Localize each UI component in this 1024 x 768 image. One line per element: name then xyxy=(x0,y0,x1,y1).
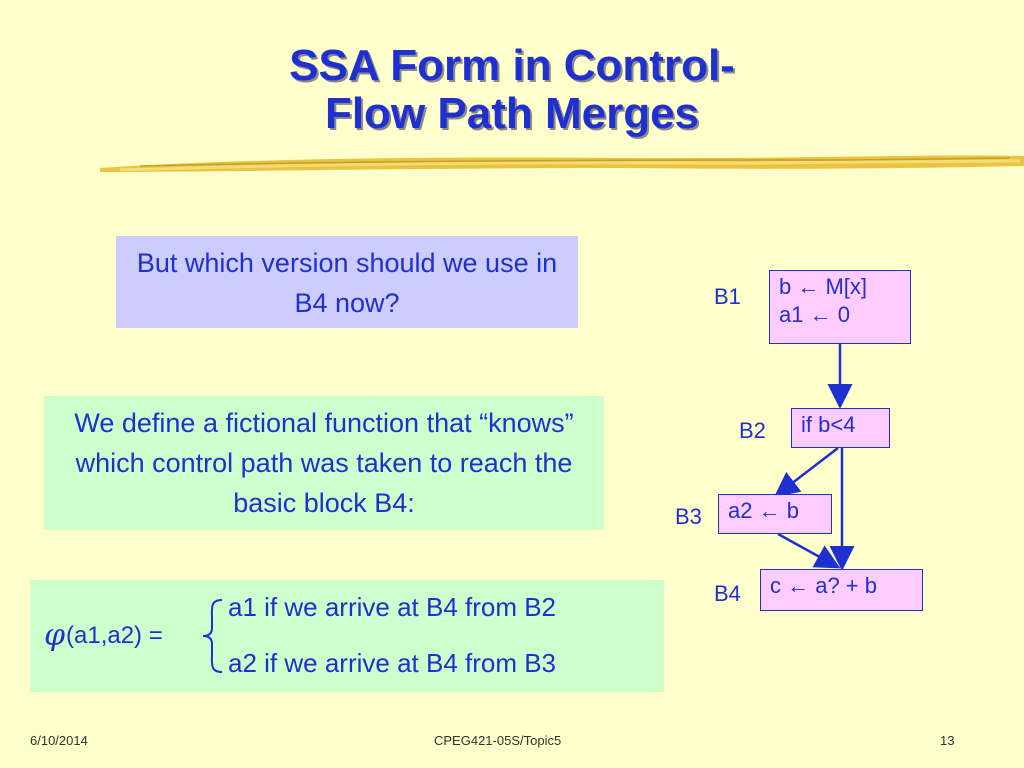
edge-b2-b3 xyxy=(774,447,839,498)
phi-arguments: (a1,a2) = xyxy=(66,622,163,649)
definition-box: We define a fictional function that “kno… xyxy=(44,396,604,530)
block-b1: b ← M[x] a1 ← 0 xyxy=(769,270,911,344)
block-b4: c ← a? + b xyxy=(760,569,923,611)
footer-date: 6/10/2014 xyxy=(30,733,88,748)
b3-label: B3 xyxy=(675,504,702,529)
b3-code: a2 ← b xyxy=(728,498,799,523)
definition-text: We define a fictional function that “kno… xyxy=(74,408,574,518)
b2-code: if b<4 xyxy=(801,412,856,437)
slide-title: SSA Form in Control- Flow Path Merges xyxy=(0,42,1024,138)
phi-case-1: a1 if we arrive at B4 from B2 xyxy=(228,592,557,622)
question-box: But which version should we use in B4 no… xyxy=(116,236,578,328)
phi-case-2: a2 if we arrive at B4 from B3 xyxy=(228,648,557,678)
b2-label: B2 xyxy=(739,418,766,443)
edge-b3-b4 xyxy=(777,532,841,569)
b1-line-1: b ← M[x] xyxy=(779,274,868,299)
b4-code: c ← a? + b xyxy=(770,573,878,598)
block-b2: if b<4 xyxy=(791,408,890,448)
phi-formula-box: φ (a1,a2) = a1 if we arrive at B4 from B… xyxy=(30,580,664,692)
phi-symbol: φ xyxy=(44,618,66,653)
title-line-1: SSA Form in Control- xyxy=(289,41,735,90)
block-b3: a2 ← b xyxy=(718,494,832,534)
b1-label: B1 xyxy=(714,284,741,309)
question-text: But which version should we use in B4 no… xyxy=(136,248,558,318)
footer-page-number: 13 xyxy=(940,733,955,748)
title-line-2: Flow Path Merges xyxy=(324,89,700,138)
b1-line-2: a1 ← 0 xyxy=(779,302,850,327)
footer-course: CPEG421-05S/Topic5 xyxy=(434,733,562,748)
title-underline-brush xyxy=(100,155,1024,172)
b4-label: B4 xyxy=(714,581,741,606)
curly-brace xyxy=(202,599,223,673)
